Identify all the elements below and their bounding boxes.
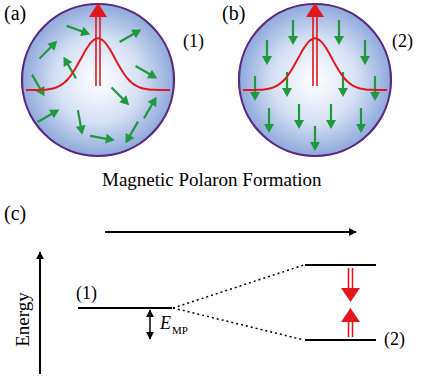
carrier-spin-arrow	[89, 3, 107, 86]
spin-arrow	[65, 21, 92, 39]
spin-arrow	[356, 108, 366, 133]
carrier-spin-arrow	[306, 3, 324, 86]
panel-label: (a)	[4, 3, 26, 23]
state-label: (2)	[392, 32, 413, 50]
spin-arrow	[89, 131, 115, 145]
energy-axis	[39, 252, 41, 374]
spin-arrow	[35, 105, 62, 126]
spin-arrow	[360, 40, 370, 65]
polaron-region: (2)	[237, 2, 419, 162]
spin-arrow	[262, 40, 272, 65]
energy-level	[305, 339, 376, 341]
binding-energy-arrow	[149, 310, 151, 339]
axis-label: Energy	[13, 292, 32, 347]
spin-down-arrow	[341, 268, 360, 302]
splitting-line	[173, 308, 304, 340]
caption-text: Magnetic Polaron Formation	[102, 170, 322, 189]
spin-up-arrow	[341, 308, 360, 337]
energy-subscript: MP	[172, 325, 188, 336]
energy-level	[305, 264, 376, 266]
state-label: (1)	[183, 32, 204, 50]
spin-arrow	[334, 20, 344, 45]
spin-arrow	[28, 72, 49, 99]
spin-arrow	[264, 108, 274, 133]
spin-arrow	[36, 37, 61, 62]
spin-arrow	[288, 20, 298, 45]
spin-arrow	[294, 104, 304, 129]
energy-level	[78, 307, 172, 309]
state-label: (2)	[384, 330, 405, 348]
progress-arrow	[105, 231, 356, 233]
energy-symbol: E	[160, 314, 171, 332]
polaron-circle	[237, 2, 419, 162]
spin-arrow	[140, 94, 161, 121]
spin-arrow	[310, 126, 320, 151]
splitting-line	[173, 265, 304, 308]
spin-arrow	[370, 76, 380, 101]
panel-label: (b)	[222, 3, 245, 23]
spin-arrow	[117, 25, 144, 46]
wavefunction-curve	[26, 38, 170, 90]
state-label: (1)	[76, 284, 97, 302]
spin-arrow	[250, 76, 260, 101]
spin-arrow	[121, 119, 142, 146]
spin-arrow	[326, 104, 336, 129]
panel-label: (c)	[4, 203, 26, 223]
polaron-circle	[18, 2, 210, 162]
spin-arrow	[133, 62, 160, 83]
polaron-region: (1)	[18, 2, 210, 162]
spin-arrow	[108, 84, 133, 109]
spin-arrow	[73, 109, 87, 135]
wavefunction-curve	[243, 38, 387, 90]
